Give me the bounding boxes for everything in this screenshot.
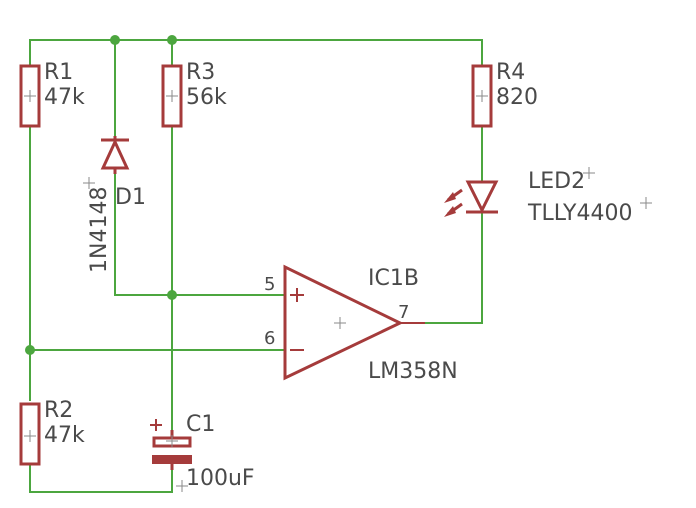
diode-d1-value: 1N4148 xyxy=(87,187,112,273)
capacitor-c1: C1 100uF xyxy=(150,412,255,492)
led-led2-ref: LED2 xyxy=(528,169,585,194)
origin-cross xyxy=(176,480,188,492)
origin-cross xyxy=(166,435,178,447)
light-emission-arrows-icon xyxy=(444,188,463,217)
resistor-r1-value: 47k xyxy=(44,85,85,110)
resistor-r1-ref: R1 xyxy=(44,60,73,85)
resistor-r2-value: 47k xyxy=(44,423,85,448)
origin-cross xyxy=(166,90,178,102)
junction-dot xyxy=(110,35,120,45)
junctions xyxy=(25,35,177,355)
capacitor-c1-value: 100uF xyxy=(186,466,255,491)
led-led2: LED2 TLLY4400 xyxy=(444,167,652,226)
diode-d1: D1 1N4148 xyxy=(83,136,146,273)
resistor-r1: R1 47k xyxy=(19,60,85,128)
origin-cross xyxy=(24,430,36,442)
diode-symbol-icon xyxy=(100,138,130,170)
origin-cross xyxy=(83,177,95,189)
origin-cross xyxy=(476,90,488,102)
noninverting-plus-sign-icon xyxy=(290,288,304,302)
origin-cross xyxy=(640,197,652,209)
resistor-r3-value: 56k xyxy=(186,85,227,110)
resistor-r4-value: 820 xyxy=(496,85,538,110)
origin-cross xyxy=(334,317,346,329)
opamp-pin-5: 5 xyxy=(264,274,275,295)
resistor-body xyxy=(19,64,41,128)
junction-dot xyxy=(167,35,177,45)
resistor-body xyxy=(471,64,493,128)
origin-cross xyxy=(583,167,595,179)
wire-r2-bottom xyxy=(29,463,173,493)
opamp-triangle-icon xyxy=(283,264,404,381)
wire-d1-bottom xyxy=(114,173,284,296)
diode-d1-ref: D1 xyxy=(115,185,146,210)
opamp-pin-7: 7 xyxy=(398,302,409,323)
resistor-body xyxy=(19,402,41,466)
resistor-r2: R2 47k xyxy=(19,398,85,466)
junction-dot xyxy=(25,345,35,355)
resistor-r4: R4 820 xyxy=(471,60,538,128)
resistor-r4-ref: R4 xyxy=(496,60,525,85)
resistor-body xyxy=(161,64,183,128)
wires xyxy=(29,39,483,493)
led-led2-value: TLLY4400 xyxy=(527,201,632,226)
resistor-r2-ref: R2 xyxy=(44,398,73,423)
opamp-ic1b-ref: IC1B xyxy=(368,266,419,291)
plus-sign-icon xyxy=(150,419,162,431)
opamp-pin-6: 6 xyxy=(264,328,275,349)
origin-cross xyxy=(24,90,36,102)
junction-dot xyxy=(167,290,177,300)
opamp-ic1b-value: LM358N xyxy=(368,359,458,384)
wire-led-output xyxy=(399,213,483,324)
resistor-r3-ref: R3 xyxy=(186,60,215,85)
capacitor-negative-plate xyxy=(152,455,192,464)
led-symbol-icon xyxy=(465,180,499,214)
capacitor-c1-ref: C1 xyxy=(186,412,215,437)
resistor-r3: R3 56k xyxy=(161,60,227,128)
opamp-ic1b: 5 6 7 IC1B LM358N xyxy=(264,264,458,384)
